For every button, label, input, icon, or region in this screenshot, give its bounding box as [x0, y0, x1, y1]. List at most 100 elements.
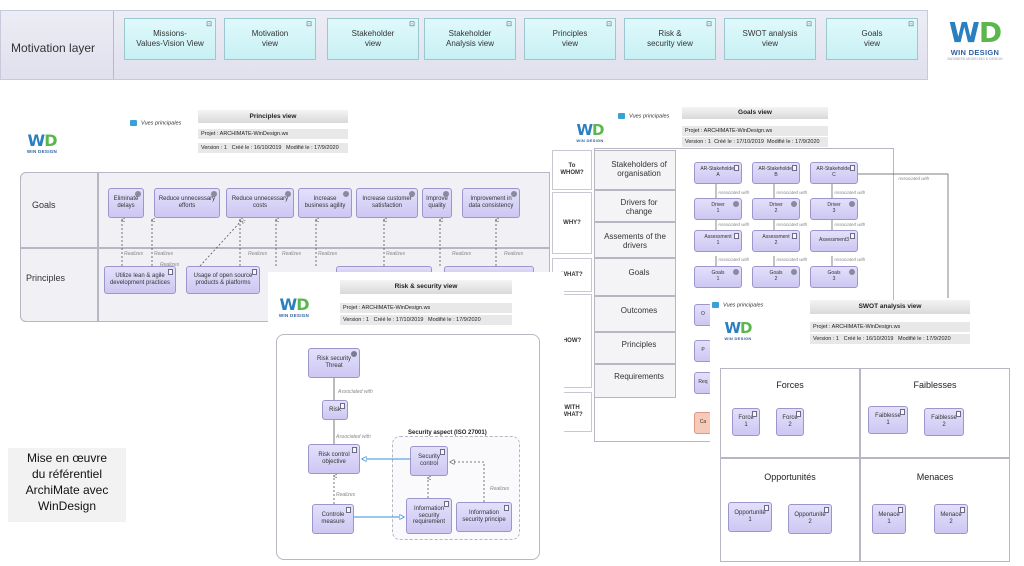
risk-threat[interactable]: Risk security Threat [308, 348, 360, 378]
goals-drivers-element[interactable]: Driver 2 [752, 198, 800, 220]
goals-drivers-element[interactable]: Driver 1 [694, 198, 742, 220]
assoc-label: Associated with [718, 257, 750, 262]
controle-measure[interactable]: Controle measure [312, 504, 354, 534]
goals-row-header [594, 364, 676, 398]
principles-row-header [20, 248, 98, 322]
logo-tagline: BUSINESS MODELING & DESIGN [947, 57, 1003, 61]
view-button[interactable]: ⊡ Risk & security view [624, 18, 716, 60]
logo-d: D [978, 16, 1002, 49]
goals-meta: Version : 1 Créé le : 17/10/2019 Modifié… [682, 137, 828, 147]
swot-opportunites-title: Opportunités [764, 472, 816, 482]
swot-vues-principales-link[interactable]: Vues principales [712, 302, 763, 308]
view-button-label: Missions- Values-Vision View [136, 29, 204, 48]
swot-menaces-title: Menaces [916, 472, 954, 482]
goals-goals-element[interactable]: Goals 2 [752, 266, 800, 288]
goals-drivers-element[interactable]: Driver 3 [810, 198, 858, 220]
view-button[interactable]: ⊡SWOT analysis view [724, 18, 816, 60]
realizes-label: Realizes [504, 251, 524, 257]
view-link-icon: ⊡ [306, 21, 312, 28]
logo-name: WIN DESIGN [950, 48, 1000, 57]
view-button[interactable]: ⊡ Stakeholder view [327, 18, 419, 60]
goals-view-title: Goals view [682, 107, 828, 119]
risk-control-objective[interactable]: Risk control objective [308, 444, 360, 474]
goals-row-header [594, 190, 676, 222]
goals-assessments-element[interactable]: Assessment 2 [752, 230, 800, 252]
information-security-requirement[interactable]: Information security requirement [406, 498, 452, 534]
swot-menace-1[interactable]: Menace 1 [872, 504, 906, 534]
goals-vues-principales-link[interactable]: Vues principales [618, 113, 669, 119]
swot-force-1[interactable]: Force 1 [732, 408, 760, 436]
goals-row-header [594, 150, 676, 190]
logo-w: W [948, 16, 980, 49]
goal-element[interactable]: Increase business agility [298, 188, 352, 218]
view-link-icon: ⊡ [409, 21, 415, 28]
goal-element[interactable]: Increase customer satisfaction [356, 188, 418, 218]
windesign-logo-goals: WD WIN DESIGN [576, 121, 604, 143]
realizes-label-2: Realizes [490, 486, 510, 492]
goals-stakeholders-element[interactable]: AR-Stakeholder A [694, 162, 742, 184]
views-icon [618, 113, 625, 119]
view-link-icon: ⊡ [908, 21, 914, 28]
view-button[interactable]: ⊡Principles view [524, 18, 616, 60]
swot-opportunite-2[interactable]: Opportunité 2 [788, 504, 832, 534]
assoc-label-1: Associated with [338, 389, 373, 395]
goal-element[interactable]: Eliminate delays [108, 188, 144, 218]
view-link-icon: ⊡ [706, 21, 712, 28]
principle-lean-agile[interactable]: Utilize lean & agile development practic… [104, 266, 176, 294]
view-button[interactable]: ⊡Motivation view [224, 18, 316, 60]
view-button[interactable]: ⊡Goals view [826, 18, 918, 60]
view-button-label: Stakeholder view [351, 29, 395, 48]
goals-row-label: Drivers for change [620, 198, 658, 217]
goal-element[interactable]: Reduce unnecessary costs [226, 188, 294, 218]
goals-row-header [20, 172, 98, 248]
assoc-label: Associated with [718, 222, 750, 227]
goal-element[interactable]: Improvement in data consistency [462, 188, 520, 218]
banner-title: Motivation layer [11, 41, 96, 55]
windesign-logo-small: WD WIN DESIGN [26, 131, 58, 154]
vues-principales-link[interactable]: Vues principales [130, 120, 181, 126]
assoc-label: Associated with [776, 257, 808, 262]
swot-meta: Version : 1 Créé le : 16/10/2019 Modifié… [810, 334, 970, 344]
swot-force-2[interactable]: Force 2 [776, 408, 804, 436]
view-button[interactable]: ⊡Missions- Values-Vision View [124, 18, 216, 60]
goals-row-label: Requirements [614, 372, 664, 381]
goals-row-header [594, 258, 676, 296]
goals-goals-element[interactable]: Goals 3 [810, 266, 858, 288]
risk-element[interactable]: Risk [322, 400, 348, 420]
information-security-principe[interactable]: Information security principe [456, 502, 512, 532]
goals-assessments-element[interactable]: Assessment 1 [694, 230, 742, 252]
realizes-label: Realizes [248, 251, 268, 257]
risk-projet: Projet : ARCHIMATE-WinDesign.ws [340, 303, 512, 313]
goals-row-label: Goals [32, 200, 56, 210]
security-control[interactable]: Security control [410, 446, 448, 476]
goal-element[interactable]: Reduce unnecessary efforts [154, 188, 220, 218]
view-button[interactable]: ⊡Stakeholder Analysis view [424, 18, 516, 60]
assoc-label: Associated with [834, 190, 866, 195]
realizes-label: Realizes [160, 262, 180, 268]
goals-assessments-element[interactable]: Assessment3 [810, 230, 858, 252]
swot-opportunite-1[interactable]: Opportunité 1 [728, 502, 772, 532]
view-link-icon: ⊡ [506, 21, 512, 28]
view-button-label: Risk & security view [647, 29, 693, 48]
goals-row-label: Stakeholders of organisation [611, 160, 667, 179]
principles-projet: Projet : ARCHIMATE-WinDesign.ws [198, 129, 348, 139]
goals-stakeholders-element[interactable]: AR-Stakeholder C [810, 162, 858, 184]
realizes-label: Realizes [386, 251, 406, 257]
goals-stakeholders-element[interactable]: AR-Stakeholder B [752, 162, 800, 184]
swot-faiblesse-2[interactable]: Faiblesse 2 [924, 408, 964, 436]
principle-open-source[interactable]: Usage of open source products & platform… [186, 266, 260, 294]
goals-row-label: Goals [628, 268, 650, 277]
realizes-label: Realizes [318, 251, 338, 257]
risk-meta: Version : 1 Créé le : 17/10/2019 Modifié… [340, 315, 512, 325]
realizes-label: Realizes [282, 251, 302, 257]
question-cell: To WHOM? [552, 150, 592, 190]
goal-element[interactable]: Improve quality [422, 188, 452, 218]
realizes-label: Realizes [452, 251, 472, 257]
swot-menace-2[interactable]: Menace 2 [934, 504, 968, 534]
windesign-logo: WD WIN DESIGN BUSINESS MODELING & DESIGN [942, 16, 1008, 62]
goals-goals-element[interactable]: Goals 1 [694, 266, 742, 288]
swot-faiblesse-1[interactable]: Faiblesse 1 [868, 406, 908, 434]
views-icon [130, 120, 137, 126]
swot-faiblesses-title: Faiblesses [913, 380, 957, 390]
view-link-icon: ⊡ [606, 21, 612, 28]
